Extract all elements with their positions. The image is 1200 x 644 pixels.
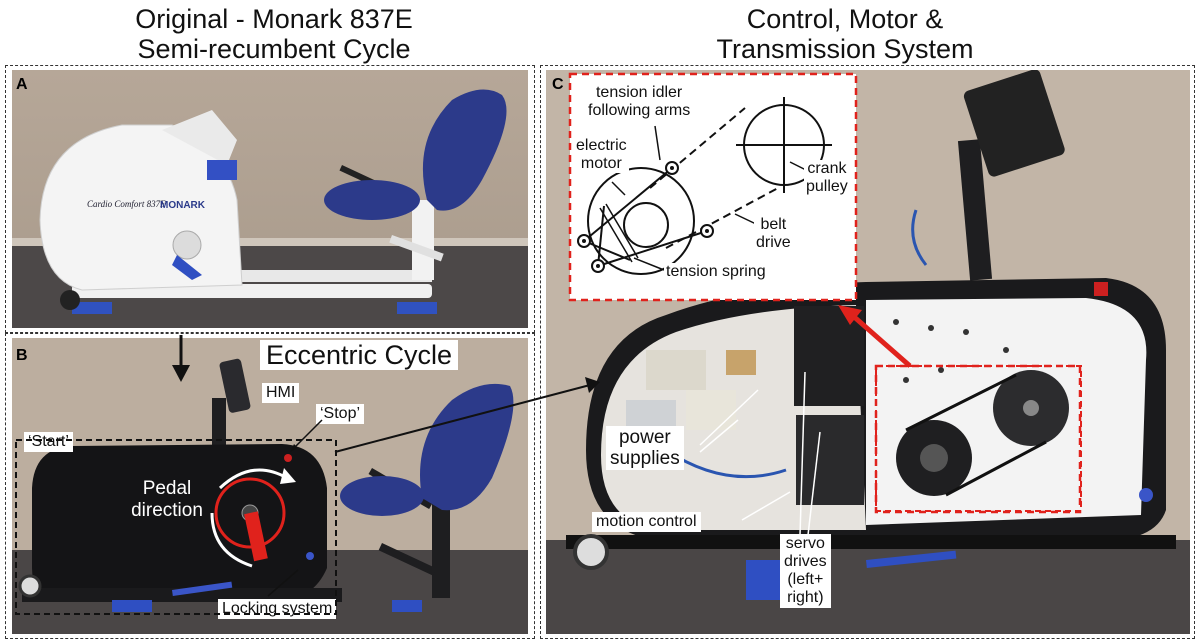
motor-disc	[587, 167, 695, 275]
heading-control: Control, Motor & Transmission System	[686, 4, 1004, 64]
servo-drives-line4: right)	[787, 589, 824, 606]
label-servo-drives: servo drives (left+ right)	[780, 534, 831, 608]
panel-b-letter: B	[16, 347, 28, 364]
label-hmi: HMI	[262, 383, 300, 403]
eccentric-cycle-title: Eccentric Cycle	[260, 340, 459, 370]
panel-c-frame	[540, 65, 1195, 639]
crank-pulley-line1: crank	[807, 160, 847, 177]
heading-original-line2: Semi-recumbent Cycle	[137, 34, 411, 64]
label-tension-idler: tension idler following arms	[586, 84, 693, 120]
panel-c-letter: C	[552, 76, 564, 93]
start-region-border	[15, 439, 337, 615]
tension-idler-line2: following arms	[588, 102, 691, 119]
power-supplies-line1: power	[618, 427, 671, 448]
label-belt-drive: belt drive	[754, 216, 793, 252]
label-power-supplies: power supplies	[606, 426, 684, 470]
power-supplies-line2: supplies	[610, 448, 680, 469]
panel-a-letter: A	[16, 76, 28, 93]
label-electric-motor: electric motor	[574, 137, 629, 173]
servo-drives-line2: drives	[784, 553, 827, 570]
belt-drive-line2: drive	[756, 234, 791, 251]
tension-idler-line1: tension idler	[595, 84, 683, 101]
panel-b-photo	[12, 338, 528, 634]
monark-bike-illustration: Cardio Comfort 837E MONARK	[12, 70, 528, 328]
panel-a-photo: Cardio Comfort 837E MONARK	[12, 70, 528, 328]
pedal-direction-line1: Pedal	[142, 478, 192, 499]
panel-b-frame	[5, 333, 535, 639]
eccentric-bike-illustration	[12, 338, 528, 634]
heading-original: Original - Monark 837E Semi-recumbent Cy…	[92, 4, 456, 64]
electric-motor-line2: motor	[580, 155, 622, 172]
servo-drives-line3: (left+	[787, 571, 824, 588]
heading-control-line1: Control, Motor &	[746, 4, 944, 34]
diagram-border	[568, 72, 858, 302]
panel-a-frame	[5, 65, 535, 333]
label-crank-pulley: crank pulley	[804, 160, 850, 196]
brand-script-text: Cardio Comfort 837E	[87, 199, 166, 209]
label-stop: ‘Stop’	[316, 404, 365, 424]
belt-drive-line1: belt	[760, 216, 787, 233]
electric-motor-line1: electric	[576, 137, 627, 154]
label-start: ‘Start’	[24, 432, 73, 452]
brand-name-text: MONARK	[160, 200, 206, 211]
heading-original-line1: Original - Monark 837E	[135, 4, 413, 34]
crank-pulley-line2: pulley	[806, 178, 848, 195]
panel-c-photo	[546, 70, 1190, 634]
label-motion-control: motion control	[592, 512, 701, 532]
control-system-illustration	[546, 70, 1190, 634]
heading-control-line2: Transmission System	[716, 34, 974, 64]
label-pedal-direction: Pedal direction	[112, 478, 222, 522]
motor-region-border	[874, 364, 1082, 514]
servo-drives-line1: servo	[785, 535, 825, 552]
pedal-direction-line2: direction	[131, 500, 203, 521]
label-tension-spring: tension spring	[664, 263, 768, 281]
